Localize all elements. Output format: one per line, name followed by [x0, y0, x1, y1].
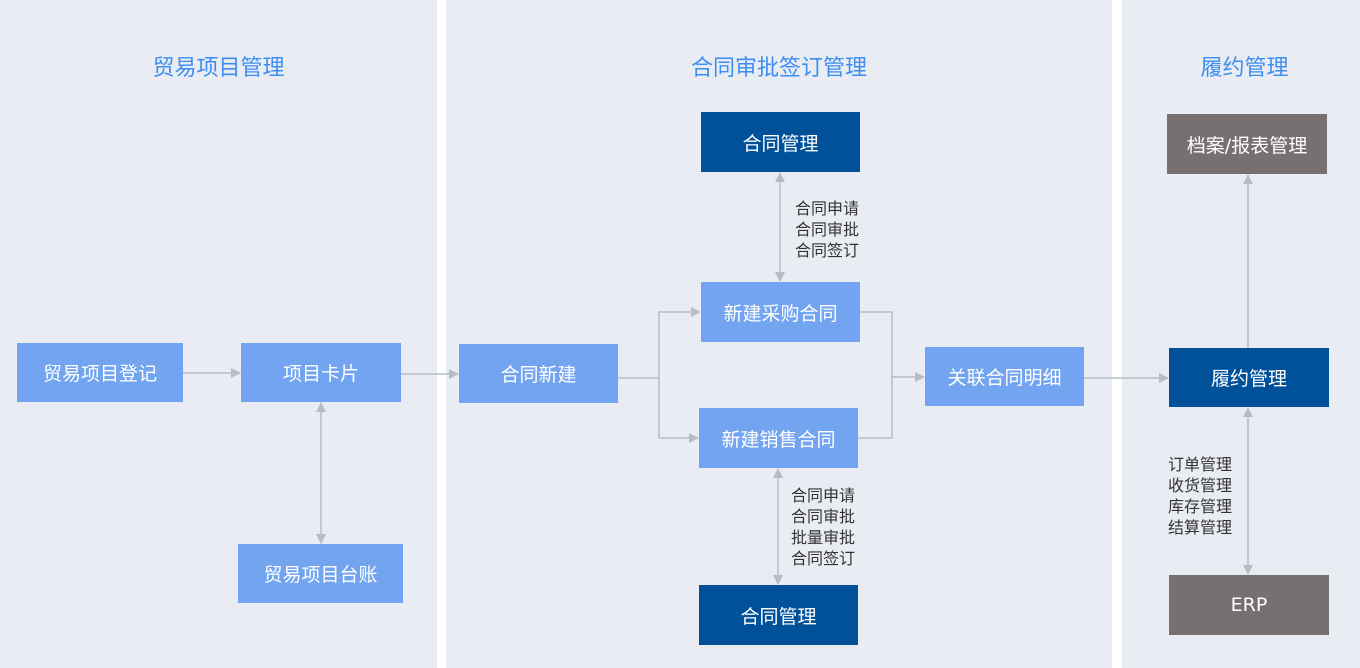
- note-top: 合同申请 合同审批 合同签订: [795, 198, 859, 261]
- project-card-box: 项目卡片: [241, 343, 401, 402]
- note-line: 合同申请: [795, 199, 860, 218]
- contract-mgmt-bottom-box: 合同管理: [699, 585, 858, 645]
- new-purchase-box: 新建采购合同: [701, 282, 860, 342]
- note-line: 订单管理: [1168, 455, 1233, 474]
- note-line: 结算管理: [1168, 518, 1233, 537]
- section-fulfillment: [1122, 0, 1360, 668]
- trade-ledger-box: 贸易项目台账: [238, 544, 403, 603]
- note-line: 库存管理: [1168, 497, 1233, 516]
- section-title: 贸易项目管理: [152, 56, 285, 81]
- note-right: 订单管理 收货管理 库存管理 结算管理: [1168, 454, 1232, 538]
- section-title: 履约管理: [1200, 56, 1289, 81]
- erp-box: ERP: [1169, 575, 1329, 635]
- note-line: 收货管理: [1168, 476, 1233, 495]
- note-line: 合同申请: [791, 486, 856, 505]
- new-sales-box: 新建销售合同: [699, 408, 858, 468]
- note-line: 批量审批: [791, 528, 856, 547]
- section-title: 合同审批签订管理: [690, 56, 867, 81]
- connector: [858, 311, 893, 439]
- archive-report-box: 档案/报表管理: [1167, 114, 1327, 174]
- note-line: 合同审批: [791, 507, 856, 526]
- note-bottom: 合同申请 合同审批 批量审批 合同签订: [791, 485, 855, 569]
- note-line: 合同签订: [795, 241, 860, 260]
- note-line: 合同签订: [791, 549, 856, 568]
- link-detail-box: 关联合同明细: [925, 347, 1084, 406]
- contract-mgmt-top-box: 合同管理: [701, 112, 860, 172]
- contract-new-box: 合同新建: [459, 344, 618, 403]
- trade-register-box: 贸易项目登记: [17, 343, 183, 402]
- note-line: 合同审批: [795, 220, 860, 239]
- fulfillment-box: 履约管理: [1169, 348, 1329, 407]
- arrow: [658, 307, 701, 438]
